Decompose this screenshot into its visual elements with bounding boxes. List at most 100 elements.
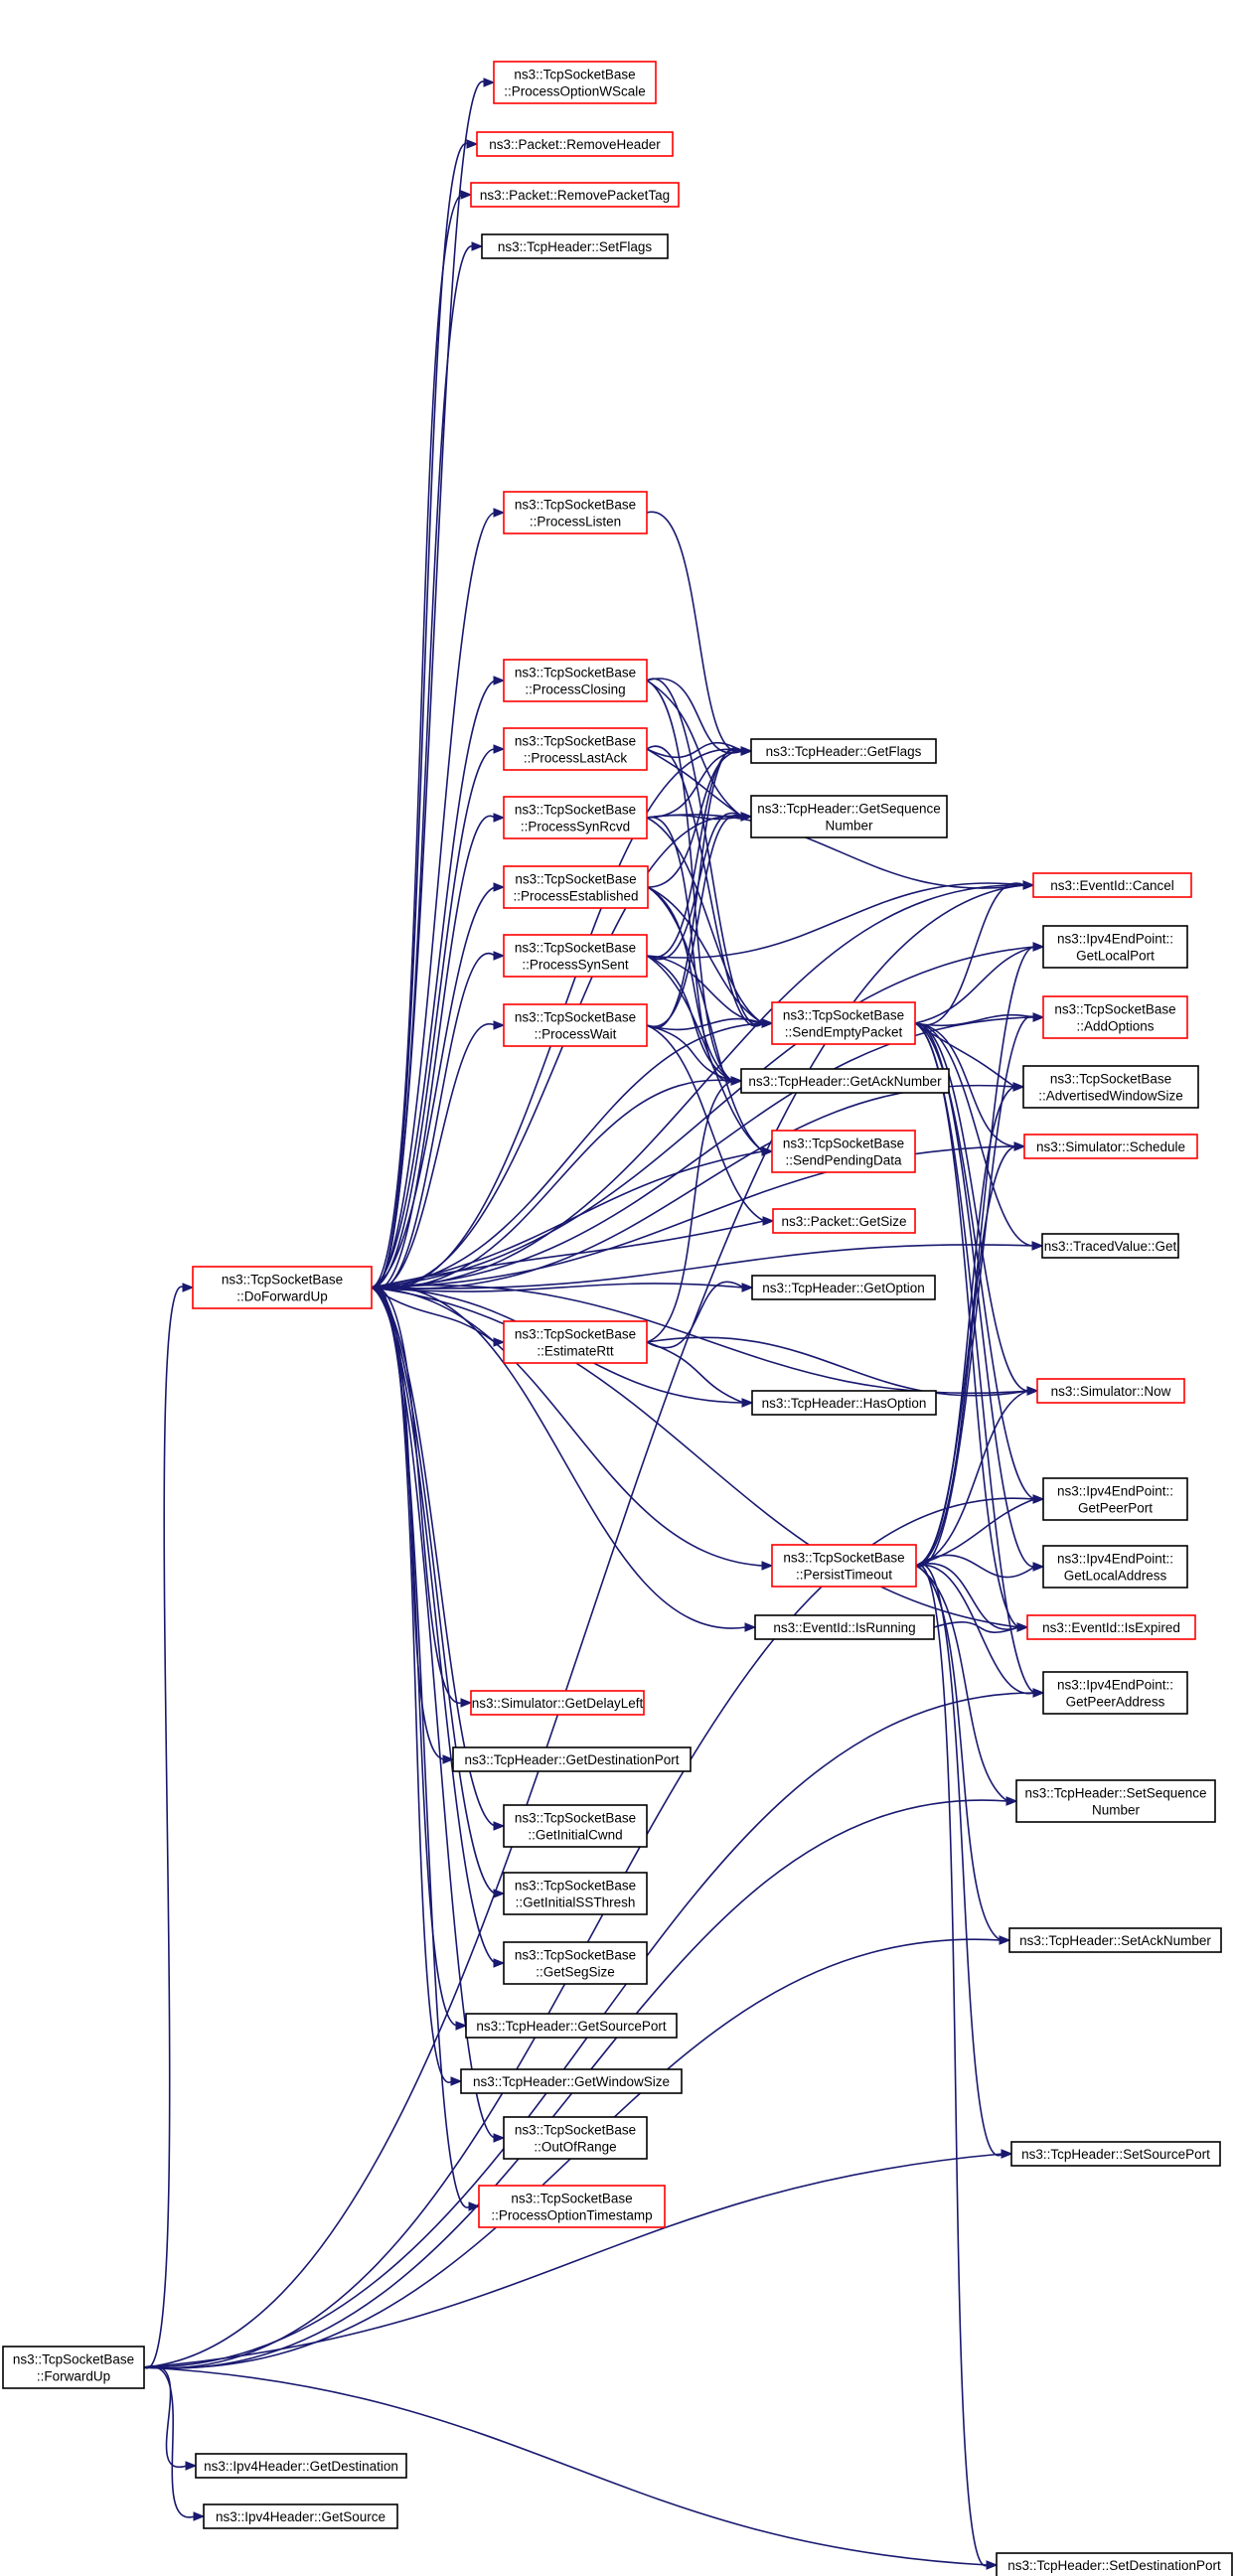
node-label: ns3::Ipv4EndPoint::: [1057, 1484, 1173, 1499]
edge-doforwardup-to-setflags: [371, 241, 484, 1288]
edge-line: [646, 955, 764, 1152]
node-label: ::GetInitialCwnd: [528, 1828, 622, 1843]
node-label: ns3::TracedValue::Get: [1044, 1239, 1177, 1254]
node-label: ::ProcessLastAck: [524, 751, 628, 766]
node-doforwardup[interactable]: ns3::TcpSocketBase::DoForwardUp: [192, 1266, 373, 1309]
node-label: ::SendEmptyPacket: [785, 1025, 903, 1040]
edge-persisttimeout-to-setsourceport: [915, 1563, 1013, 2159]
edge-arrowhead: [1032, 1494, 1045, 1504]
edge-line: [143, 1286, 185, 2369]
edge-arrowhead: [493, 951, 506, 961]
edge-line: [915, 1086, 1015, 1567]
edge-line: [143, 2366, 989, 2566]
edge-arrowhead: [761, 1018, 774, 1028]
edge-line: [646, 1017, 764, 1031]
edge-line: [371, 1220, 765, 1288]
node-label: ::AdvertisedWindowSize: [1038, 1089, 1183, 1104]
node-box: [481, 233, 669, 259]
node-label: ns3::TcpHeader::GetFlags: [766, 744, 922, 759]
node-label: ns3::TcpSocketBase: [515, 666, 636, 681]
edge-line: [371, 1284, 1029, 1395]
edge-line: [646, 817, 764, 1024]
edge-doforwardup-to-pclosing: [371, 676, 506, 1288]
edge-line: [371, 1287, 764, 1567]
edge-line: [646, 1080, 733, 1343]
node-schedule[interactable]: ns3::Simulator::Schedule: [1023, 1134, 1198, 1159]
node-box: [503, 727, 648, 771]
edge-arrowhead: [466, 139, 479, 149]
node-potimestamp[interactable]: ns3::TcpSocketBase::ProcessOptionTimesta…: [478, 2185, 666, 2228]
node-pownscale[interactable]: ns3::TcpSocketBase::ProcessOptionWScale: [493, 61, 657, 104]
node-isexpired[interactable]: ns3::EventId::IsExpired: [1026, 1614, 1196, 1640]
edge-arrowhead: [1026, 1386, 1039, 1396]
edge-line: [647, 886, 764, 1024]
node-box: [771, 1001, 916, 1045]
node-label: ns3::TcpSocketBase: [515, 1811, 636, 1826]
edge-sendempty-to-tracedget: [914, 1022, 1044, 1251]
node-label: GetLocalAddress: [1064, 1569, 1167, 1584]
edge-arrowhead: [1032, 1012, 1045, 1022]
node-cancel[interactable]: ns3::EventId::Cancel: [1032, 872, 1192, 898]
node-label: ::GetInitialSSThresh: [516, 1895, 636, 1910]
edge-arrowhead: [450, 2076, 463, 2086]
edge-doforwardup-to-getsegsize: [371, 1287, 506, 1968]
node-getsize[interactable]: ns3::Packet::GetSize: [772, 1208, 916, 1234]
node-box: [503, 1941, 648, 1985]
node-box: [1010, 2141, 1221, 2167]
node-box: [503, 659, 648, 702]
node-plastack[interactable]: ns3::TcpSocketBase::ProcessLastAck: [503, 727, 648, 771]
edge-doforwardup-to-getsourceport: [371, 1287, 468, 2031]
node-now[interactable]: ns3::Simulator::Now: [1036, 1378, 1185, 1404]
node-label: ns3::TcpSocketBase: [13, 2352, 134, 2367]
edge-arrowhead: [460, 1698, 473, 1708]
edge-estimatertt-to-getoption: [646, 1281, 754, 1349]
node-box: [1042, 1545, 1188, 1589]
edge-line: [143, 2364, 188, 2469]
node-label: ns3::TcpHeader::GetDestinationPort: [464, 1752, 679, 1767]
node-sendpending[interactable]: ns3::TcpSocketBase::SendPendingData: [771, 1130, 916, 1173]
node-label: ::ProcessWait: [535, 1027, 617, 1042]
node-getwindowsize: ns3::TcpHeader::GetWindowSize: [460, 2068, 683, 2094]
edge-psynrcvd-to-getack: [646, 817, 743, 1086]
edge-pwait-to-getsize: [646, 1024, 775, 1226]
node-label: ::PersistTimeout: [796, 1568, 892, 1583]
node-removepackettag[interactable]: ns3::Packet::RemovePacketTag: [470, 182, 680, 208]
node-getlocaladdr: ns3::Ipv4EndPoint::GetLocalAddress: [1042, 1545, 1188, 1589]
node-getdelayleft[interactable]: ns3::Simulator::GetDelayLeft: [470, 1690, 645, 1716]
node-label: ns3::TcpSocketBase: [515, 1010, 636, 1025]
node-psynrcvd[interactable]: ns3::TcpSocketBase::ProcessSynRcvd: [503, 796, 648, 839]
node-label: ns3::TcpSocketBase: [511, 2192, 632, 2206]
node-psynsent[interactable]: ns3::TcpSocketBase::ProcessSynSent: [503, 934, 648, 978]
node-sendempty[interactable]: ns3::TcpSocketBase::SendEmptyPacket: [771, 1001, 916, 1045]
node-label: ::ForwardUp: [37, 2369, 110, 2384]
node-getsourceport: ns3::TcpHeader::GetSourcePort: [465, 2013, 678, 2039]
node-forwardup[interactable]: ns3::TcpSocketBase::ForwardUp: [2, 2346, 145, 2389]
node-label: ns3::TcpSocketBase: [1054, 1002, 1175, 1017]
node-addoptions[interactable]: ns3::TcpSocketBase::AddOptions: [1042, 995, 1188, 1039]
edge-line: [646, 1341, 744, 1404]
node-label: ns3::TcpSocketBase: [515, 734, 636, 749]
node-label: ::EstimateRtt: [537, 1344, 614, 1359]
edge-forwardup-to-setsourceport: [143, 2149, 1013, 2368]
edge-doforwardup-to-tracedget: [371, 1241, 1044, 1289]
node-persisttimeout[interactable]: ns3::TcpSocketBase::PersistTimeout: [771, 1544, 917, 1588]
node-label: ns3::Ipv4Header::GetDestination: [204, 2459, 398, 2474]
node-plisten[interactable]: ns3::TcpSocketBase::ProcessListen: [503, 491, 648, 534]
node-pwait[interactable]: ns3::TcpSocketBase::ProcessWait: [503, 1003, 648, 1047]
node-removeheader[interactable]: ns3::Packet::RemoveHeader: [476, 131, 674, 157]
edge-forwardup-to-getdestination: [143, 2364, 198, 2471]
edge-arrowhead: [1032, 1688, 1045, 1698]
node-pclosing[interactable]: ns3::TcpSocketBase::ProcessClosing: [503, 659, 648, 702]
edge-line: [915, 1565, 1008, 1802]
edge-arrowhead: [460, 190, 473, 200]
node-label: ns3::Packet::RemovePacketTag: [480, 188, 670, 203]
node-pestablished[interactable]: ns3::TcpSocketBase::ProcessEstablished: [503, 865, 649, 909]
node-label: ::ProcessListen: [530, 515, 621, 530]
node-label: ns3::TcpSocketBase: [1050, 1072, 1171, 1087]
edge-arrowhead: [730, 1076, 743, 1086]
edge-arrowhead: [493, 813, 506, 823]
edge-persisttimeout-to-advwin: [915, 1082, 1025, 1567]
node-estimatertt[interactable]: ns3::TcpSocketBase::EstimateRtt: [503, 1320, 648, 1364]
edge-persisttimeout-to-getpeeraddr: [915, 1564, 1045, 1698]
edge-line: [647, 750, 743, 888]
